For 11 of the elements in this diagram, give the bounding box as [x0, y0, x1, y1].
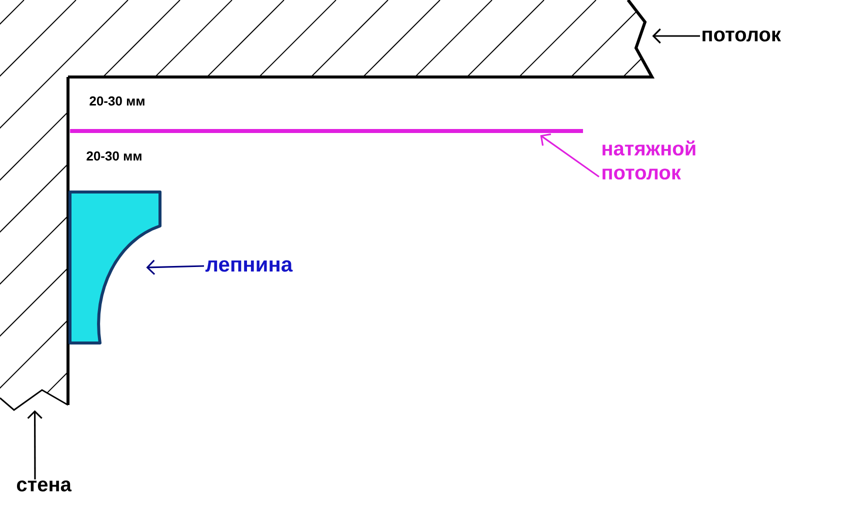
dimension-label: 20-30 мм	[86, 151, 142, 161]
leader-arrow	[27, 410, 42, 480]
leader-arrow	[540, 133, 600, 178]
leader-arrow	[652, 28, 700, 44]
callout-label: натяжной потолок	[602, 140, 696, 180]
callout-label: лепнина	[205, 260, 293, 272]
moulding-drawing	[68, 190, 162, 344]
leader-arrow	[146, 260, 204, 275]
callout-label: стена	[16, 480, 72, 492]
callout-label: потолок	[702, 30, 781, 42]
dimension-label: 20-30 мм	[90, 96, 144, 106]
